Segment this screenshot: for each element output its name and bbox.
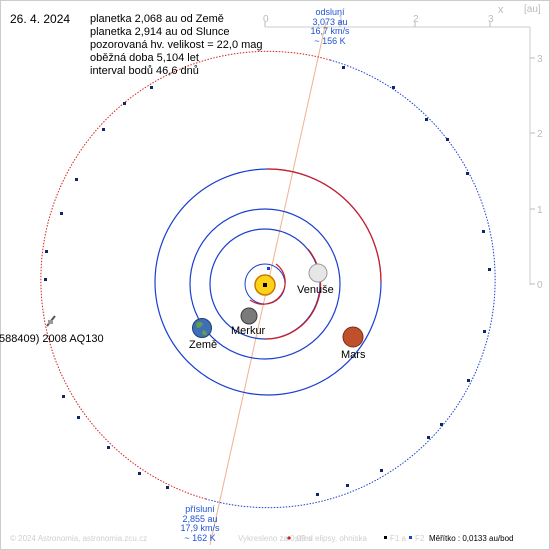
orbit-marker [44,278,47,281]
mars-planet [342,326,364,348]
orbit-marker [316,493,319,496]
orbit-marker [107,446,110,449]
orbit-marker [150,86,153,89]
axis-unit-label: [au] [524,4,541,15]
asteroid-label: 588409) 2008 AQ130 [0,333,104,345]
right-tick-label-1: 1 [537,205,543,216]
info-distance-sun: planetka 2,914 au od Slunce [90,26,230,38]
footer-copyright: © 2024 Astronomia, astronomia.zcu.cz [10,534,148,543]
venus-orbit-red-arc [264,248,322,340]
footer-render-time: Vykresleno za 0,09 s [238,534,312,543]
perihelion-temperature: ~ 162 K [184,532,216,543]
asteroid-icon [46,315,56,327]
earth-label: Země [189,339,218,351]
orbit-marker [77,416,80,419]
orbit-marker [466,172,469,175]
info-interval: interval bodů 46,6 dnů [90,65,199,77]
focus-marker [263,283,267,287]
perihelion-title: přísluní [185,504,215,514]
close-button[interactable]: x [498,4,504,16]
orbit-marker [60,212,63,215]
orbit-marker [380,469,383,472]
mercury-orbit-red-arc [249,263,286,305]
right-tick-label-0: 0 [537,280,543,291]
footer-legend-dot: střed elipsy, ohniska [295,534,367,543]
right-tick-label-2: 2 [537,129,543,140]
orbit-marker [427,436,430,439]
mercury-planet [240,307,258,325]
orbit-marker [440,423,443,426]
orbit-marker [425,118,428,121]
orbit-marker [446,138,449,141]
orbit-marker [346,484,349,487]
ellipse-center-marker [267,267,270,270]
top-tick-label-2: 2 [413,14,419,25]
aphelion-title: odsluní [315,7,345,17]
orbit-marker [488,268,491,271]
orbit-marker [62,395,65,398]
perihelion-speed: 17,9 km/s [180,523,220,533]
orbit-marker [392,86,395,89]
aphelion-label: odsluní 3,073 au 16,7 km/s ~ 156 K [300,7,360,46]
orbit-marker [467,379,470,382]
venus-label: Venuše [297,284,334,296]
asteroid-orbit-markers [44,66,491,496]
mars-orbit-red-arc [267,168,382,283]
orbit-marker [75,178,78,181]
footer-scale: Měřítko : 0,0133 au/bod [429,534,514,543]
aphelion-distance: 3,073 au [312,16,348,27]
asteroid-orbit-red [40,50,331,500]
info-distance-earth: planetka 2,068 au od Země [90,13,224,25]
legend-f2-square [409,536,412,539]
earth-land [196,321,207,336]
right-tick-label-3: 3 [537,54,543,65]
top-tick-label-3: 3 [488,14,494,25]
aphelion-temperature: ~ 156 K [314,35,346,46]
footer-legend-f1: F1 a [390,534,407,543]
orbit-marker [342,66,345,69]
legend-center-dot [287,536,291,540]
orbit-marker [138,472,141,475]
mars-label: Mars [341,349,366,361]
date-label: 26. 4. 2024 [10,12,71,26]
footer-legend-f2: F2 [415,534,425,543]
orbit-marker [482,230,485,233]
orbit-marker [123,102,126,105]
orbit-marker [483,330,486,333]
aphelion-speed: 16,7 km/s [310,26,350,36]
earth-orbit [189,208,341,360]
venus-planet [308,263,328,283]
earth-planet [192,318,212,338]
top-tick-label-1: 1 [338,14,344,25]
orbit-marker [45,250,48,253]
orbit-marker [166,486,169,489]
asteroid-orbit-blue [205,59,496,509]
top-tick-label-0: 0 [263,14,269,25]
orbit-marker [102,128,105,131]
mercury-label: Merkur [231,325,266,337]
perihelion-label: přísluní 2,855 au 17,9 km/s ~ 162 K [170,504,230,543]
perihelion-distance: 2,855 au [182,513,218,524]
info-magnitude: pozorovaná hv. velikost = 22,0 mag [90,39,263,51]
info-period: oběžná doba 5,104 let [90,52,199,64]
legend-f1-square [384,536,387,539]
